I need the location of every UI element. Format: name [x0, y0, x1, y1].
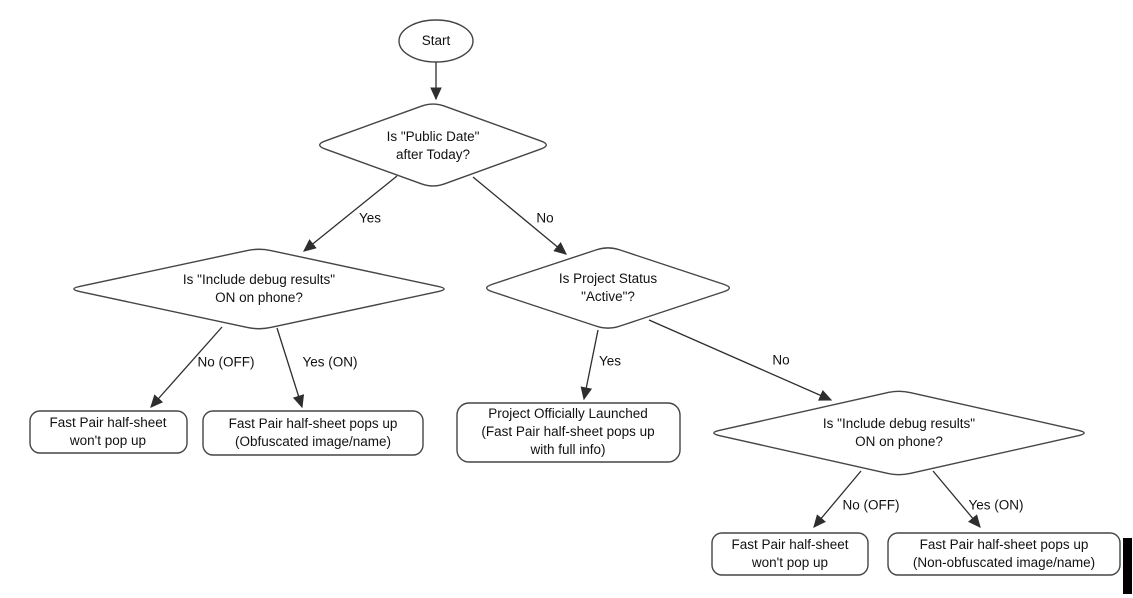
decision-project-status-shape	[485, 247, 731, 329]
decision-debug-right-shape	[713, 390, 1085, 476]
outcome-wont-popup-right-label: Fast Pair half-sheet won't pop up	[731, 537, 849, 570]
outcome-launched-label: Project Officially Launched (Fast Pair h…	[481, 406, 655, 457]
edge-debug-left-yes	[276, 327, 305, 409]
start-node-shape	[398, 19, 474, 63]
outcome-launched-shape	[456, 402, 681, 463]
edge-label-public-date-no: No	[536, 210, 554, 226]
outcome-wont-popup-left-shape	[29, 410, 188, 454]
start-node-label: Start	[421, 33, 451, 48]
decision-public-date-label: Is "Public Date" after Today?	[386, 129, 480, 162]
edge-label-debug-right-yes: Yes (ON)	[968, 497, 1024, 513]
edge-project-status-no	[648, 319, 833, 401]
decision-project-status-label: Is Project Status "Active"?	[558, 271, 658, 304]
outcome-non-obfuscated-label: Fast Pair half-sheet pops up (Non-obfusc…	[912, 537, 1096, 570]
edge-debug-right-yes	[932, 470, 981, 528]
outcome-wont-popup-left-label: Fast Pair half-sheet won't pop up	[49, 415, 167, 448]
decision-debug-right-label: Is "Include debug results" ON on phone?	[822, 416, 976, 449]
edge-debug-left-no	[150, 326, 223, 408]
edge-label-public-date-yes: Yes	[358, 210, 382, 226]
edge-public-date-no	[472, 176, 568, 255]
outcome-obfuscated-label: Fast Pair half-sheet pops up (Obfuscated…	[228, 416, 398, 449]
edge-label-project-status-no: No	[772, 352, 790, 368]
text-cursor	[1123, 538, 1132, 594]
edge-label-debug-left-no: No (OFF)	[197, 354, 255, 370]
outcome-non-obfuscated-shape	[887, 532, 1121, 576]
outcome-obfuscated-shape	[202, 410, 424, 456]
edge-project-status-yes	[580, 329, 599, 401]
decision-debug-left-shape	[73, 248, 445, 330]
edge-label-debug-right-no: No (OFF)	[842, 497, 900, 513]
edge-label-debug-left-yes: Yes (ON)	[302, 354, 358, 370]
edge-public-date-yes	[302, 175, 398, 252]
outcome-wont-popup-right-shape	[711, 532, 869, 576]
edge-debug-right-no	[813, 470, 862, 528]
edge-label-project-status-yes: Yes	[598, 353, 622, 369]
decision-public-date-shape	[318, 103, 548, 187]
decision-debug-left-label: Is "Include debug results" ON on phone?	[182, 272, 336, 305]
